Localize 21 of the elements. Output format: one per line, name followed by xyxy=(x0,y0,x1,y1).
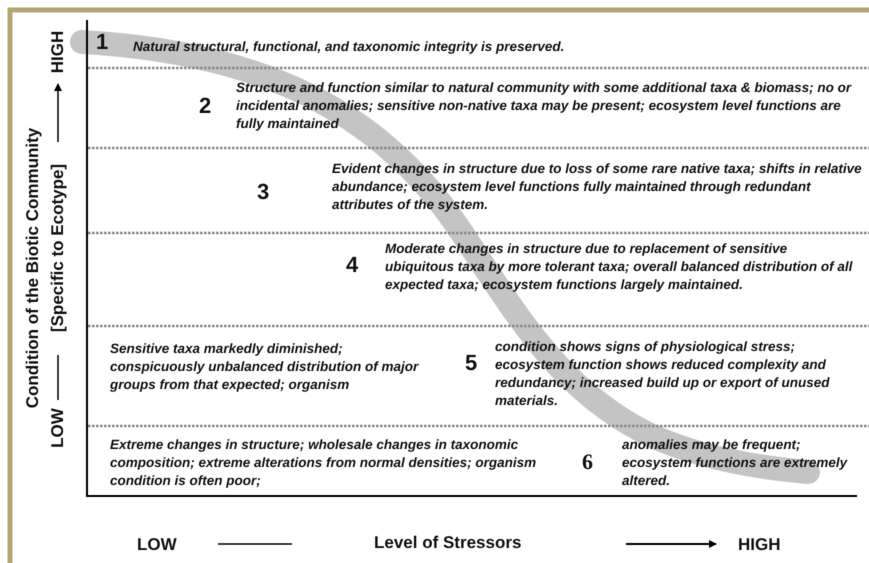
tier-description: condition shows signs of physiological stress; ecosystem function shows reduced complexity and redundancy; increased build up or export of unused materials. xyxy=(495,338,831,410)
axis-label: LOW xyxy=(48,408,68,448)
tier-description: Evident changes in structure due to loss of some rare native taxa; shifts in relative abundance; ecosystem level functions fully maintained through redundant attributes of the system. xyxy=(332,160,863,214)
tier-description: Sensitive taxa markedly diminished; conspicuously unbalanced distribution of major groups from that expected; organism xyxy=(110,340,420,394)
axis-label: HIGH xyxy=(738,535,780,555)
axis-title: Level of Stressors xyxy=(374,533,522,553)
tier-description: anomalies may be frequent; ecosystem functions are extremely altered. xyxy=(622,436,848,490)
tier-description: Natural structural, functional, and taxonomic integrity is preserved. xyxy=(133,38,566,56)
tier-description: Structure and function similar to natural community with some additional taxa & biomass; no or incidental anomalies; sensitive non-native taxa may be present; ecosystem level functions are fully maintained xyxy=(236,79,853,133)
tier-number: 4 xyxy=(346,253,358,277)
tier-number: 6 xyxy=(582,450,593,474)
tier-description: Moderate changes in structure due to replacement of sensitive ubiquitous taxa by more tolerant taxa; overall balanced distribution of all expected taxa; ecosystem functions largely maintained. xyxy=(385,240,854,294)
axis-title: Condition of the Biotic Community xyxy=(23,128,43,408)
axis-label: LOW xyxy=(137,535,177,555)
tier-number: 5 xyxy=(465,351,478,375)
tier-number: 1 xyxy=(96,30,108,54)
tier-number: 2 xyxy=(199,94,212,118)
axis-label: HIGH xyxy=(48,30,68,74)
tier-number: 3 xyxy=(257,180,270,204)
tier-description: Extreme changes in structure; wholesale changes in taxonomic composition; extreme alterations from normal densities; organism condition is often poor; xyxy=(110,436,538,490)
axis-title: [Specific to Ecotype] xyxy=(48,164,68,332)
